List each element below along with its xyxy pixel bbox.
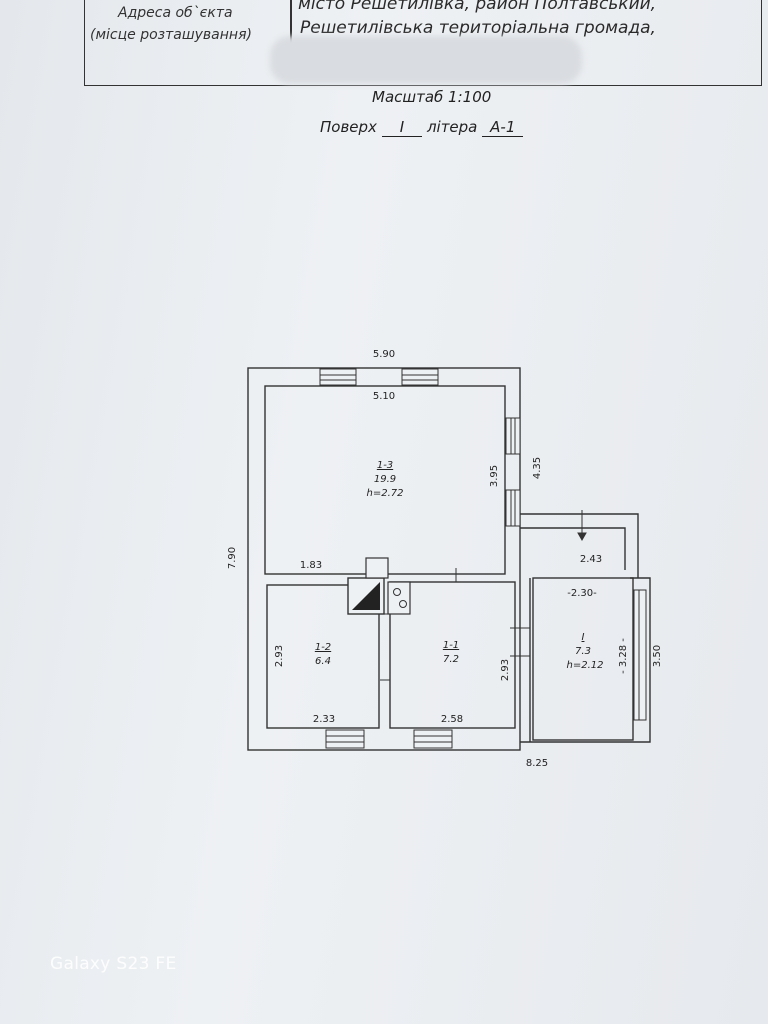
window-top-1 bbox=[319, 368, 357, 386]
address-line2: Решетилівська територіальна громада, bbox=[300, 18, 656, 38]
outer-wall-main bbox=[247, 367, 521, 751]
camera-watermark: Galaxy S23 FE bbox=[50, 954, 177, 974]
annex-outer-wall bbox=[520, 577, 651, 743]
room-I-width: -2.30- bbox=[567, 588, 597, 599]
header-divider bbox=[290, 0, 292, 68]
window-right-2 bbox=[505, 489, 521, 527]
porch-outline bbox=[520, 513, 639, 578]
window-annex bbox=[633, 589, 647, 721]
room-1-1-area: 7.2 bbox=[443, 654, 459, 665]
dim-porch-width: 2.43 bbox=[580, 554, 602, 565]
window-bottom-2 bbox=[413, 729, 453, 749]
room-1-3-area: 19.9 bbox=[374, 474, 396, 485]
room-1-1-id: 1-1 bbox=[443, 640, 459, 651]
room-1-1-width: 2.58 bbox=[441, 714, 463, 725]
floor-value: I bbox=[381, 118, 423, 137]
room-1-2-area: 6.4 bbox=[315, 656, 331, 667]
room-1-2-depth: 2.93 bbox=[274, 645, 285, 667]
floor-line: Поверх I літера А-1 bbox=[320, 118, 524, 137]
dim-side-height: 4.35 bbox=[532, 457, 543, 479]
porch-inner bbox=[520, 527, 626, 570]
address-line1: місто Решетилівка, район Полтавський, bbox=[298, 0, 657, 14]
address-label-line1: Адреса об`єкта bbox=[118, 5, 233, 21]
litera-value: А-1 bbox=[482, 118, 524, 137]
window-top-2 bbox=[401, 368, 439, 386]
room-I-outline bbox=[532, 577, 634, 741]
redacted-area bbox=[270, 36, 582, 84]
room-1-3-depth: 3.95 bbox=[489, 465, 500, 487]
dim-overall-width: 5.90 bbox=[373, 349, 395, 360]
stove bbox=[347, 557, 411, 615]
room-1-2-outline bbox=[266, 584, 380, 729]
room-1-2-width: 2.33 bbox=[313, 714, 335, 725]
litera-label: літера bbox=[426, 118, 478, 136]
dim-overall-height: 7.90 bbox=[227, 547, 238, 569]
windows bbox=[319, 368, 647, 749]
room-I-id: I bbox=[582, 632, 585, 643]
room-1-3-partial: 1.83 bbox=[300, 560, 322, 571]
scale-text: Масштаб 1:100 bbox=[372, 88, 492, 106]
window-bottom-1 bbox=[325, 729, 365, 749]
room-1-2-id: 1-2 bbox=[315, 642, 331, 653]
doors bbox=[380, 510, 587, 681]
floor-label: Поверх bbox=[320, 118, 377, 136]
plan-walls bbox=[247, 367, 651, 751]
dim-overall-length: 8.25 bbox=[526, 758, 548, 769]
window-right-1 bbox=[505, 417, 521, 455]
room-1-3-id: 1-3 bbox=[377, 460, 393, 471]
room-1-1-depth: 2.93 bbox=[500, 659, 511, 681]
room-I-area: 7.3 bbox=[575, 646, 591, 657]
room-1-1-outline bbox=[389, 581, 516, 729]
room-I-depth: - 3.28 - bbox=[618, 638, 629, 674]
room-1-3-height: h=2.72 bbox=[367, 488, 404, 499]
room-1-3-width: 5.10 bbox=[373, 391, 395, 402]
room-I-height: h=2.12 bbox=[567, 660, 604, 671]
address-label-line2: (місце розташування) bbox=[90, 27, 252, 43]
room-I-outer-depth: 3.50 bbox=[652, 645, 663, 667]
header-table bbox=[84, 0, 762, 86]
